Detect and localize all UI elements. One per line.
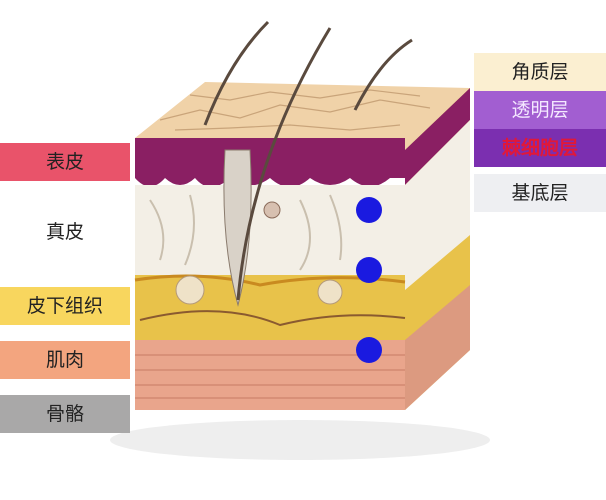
label-stratum-basale: 基底层 [474, 174, 606, 212]
shadow [110, 420, 490, 460]
marker-fat-muscle [356, 337, 382, 363]
marker-epidermis-dermis [356, 197, 382, 223]
label-epidermis: 表皮 [0, 143, 130, 181]
label-dermis: 真皮 [45, 221, 84, 243]
label-subcutaneous: 皮下组织 [0, 287, 130, 325]
marker-dermis-fat [356, 257, 382, 283]
hair [236, 27, 332, 301]
label-stratum-corneum: 角质层 [474, 53, 606, 91]
label-bone: 骨骼 [0, 395, 130, 433]
label-muscle: 肌肉 [0, 341, 130, 379]
dermis-layer [135, 185, 405, 275]
label-stratum-lucidum: 透明层 [474, 91, 606, 129]
label-stratum-spinosum: 棘细胞层 [474, 129, 606, 167]
epidermis-layer [135, 138, 405, 178]
hair-follicle [223, 149, 252, 307]
